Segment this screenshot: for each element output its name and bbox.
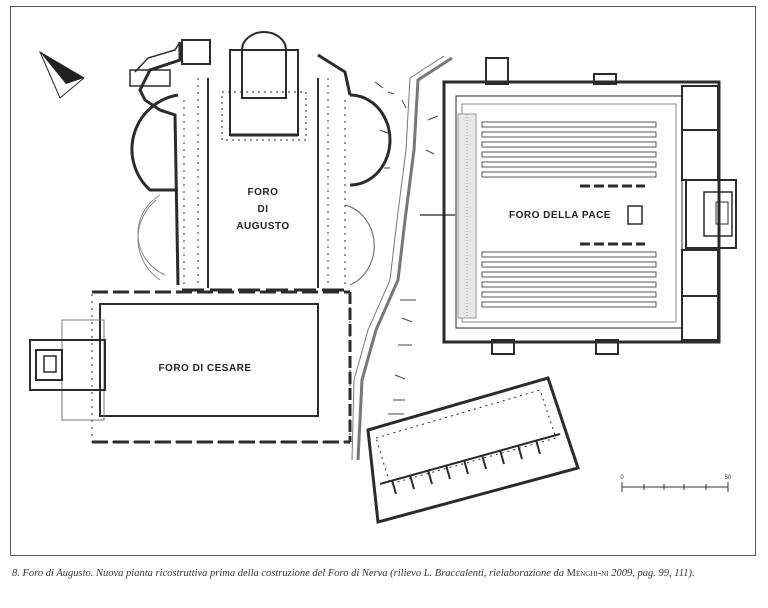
scale-bar — [621, 482, 729, 492]
road-strip — [351, 55, 455, 461]
foro-augusto-label-1: FORO — [248, 187, 279, 198]
scale-start: 0 — [620, 475, 624, 481]
north-arrow-icon — [38, 50, 85, 99]
foro-augusto-label-3: AUGUSTO — [236, 221, 289, 232]
foro-cesare-label: FORO DI CESARE — [158, 363, 251, 374]
scattered-remains — [374, 81, 439, 415]
foro-pace-label: FORO DELLA PACE — [509, 210, 611, 221]
caption-reference: 2009, pag. 99, 111). — [608, 568, 695, 579]
foro-augusto-plan — [129, 31, 392, 292]
scale-end: 50 — [725, 475, 732, 481]
foro-cesare-plan — [29, 290, 352, 444]
figure-frame — [10, 6, 756, 556]
caption-text: 8. Foro di Augusto. Nuova pianta ricostr… — [12, 568, 567, 579]
foro-pace-plan — [442, 57, 737, 355]
figure-caption: 8. Foro di Augusto. Nuova pianta ricostr… — [12, 567, 757, 580]
caption-author: Menghi-ni — [566, 568, 609, 579]
tabernae-building — [366, 376, 580, 524]
foro-augusto-label-2: DI — [258, 204, 269, 215]
